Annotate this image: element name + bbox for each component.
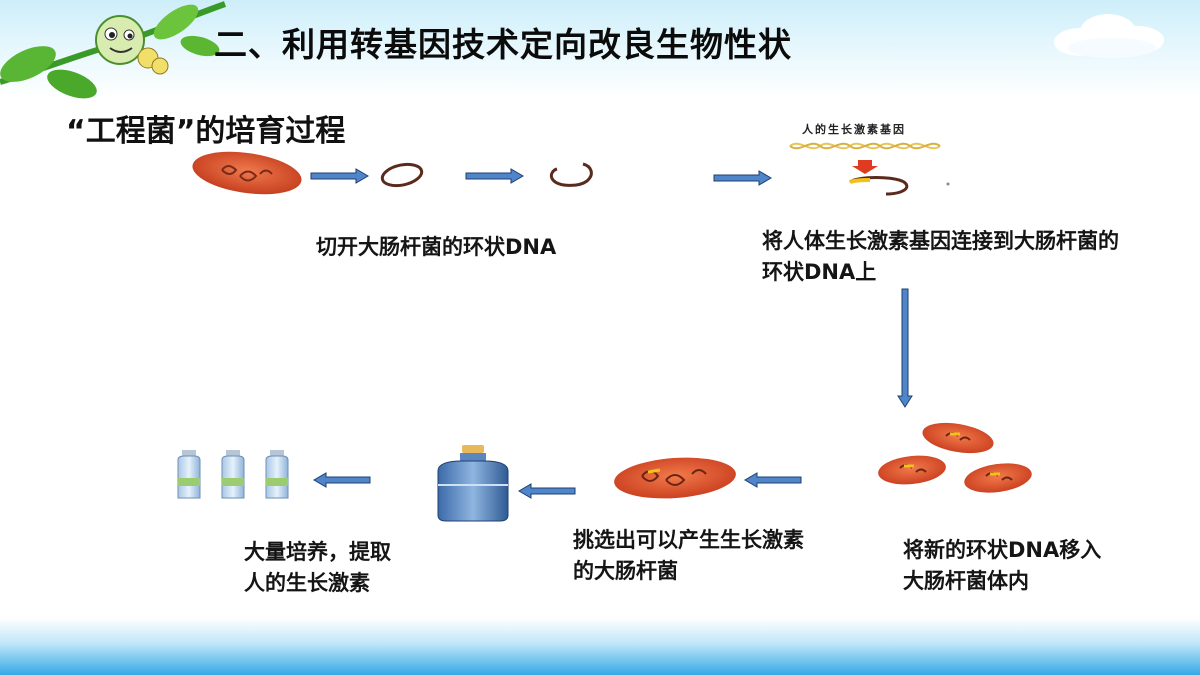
slide-title: 二、利用转基因技术定向改良生物性状 [214,25,792,64]
step-transfer-label: 将新的环状DNA移入大肠杆菌体内 [903,538,1102,593]
arrow-3 [713,170,772,186]
slide-subtitle: “工程菌”的培育过程 [66,114,346,149]
vial-icon [177,450,289,499]
bacterium-icon [192,151,302,195]
arrow-5 [518,483,576,499]
step-cut-label: 切开大肠杆菌的环状DNA [316,235,557,259]
step-select-label: 挑选出可以产生生长激素的大肠杆菌 [573,528,804,583]
arrow-1 [310,168,369,184]
arrow-2 [465,168,524,184]
step-connect-label: 将人体生长激素基因连接到大肠杆菌的环状DNA上 [762,229,1119,284]
fermenter-icon [437,445,509,522]
arrow-down [897,288,913,408]
step-culture-label: 大量培养，提取人的生长激素 [244,540,391,595]
gene-label: 人的生长激素基因 [802,123,906,136]
bacteria-group-icon [878,422,1032,493]
cut-plasmid-icon [549,162,593,187]
arrow-6 [313,472,371,488]
plasmid-icon [380,162,424,188]
selected-bacterium-icon [614,457,736,499]
vine-logo-icon [0,1,227,99]
footer-band [0,618,1200,675]
dna-helix-icon [789,142,950,196]
cloud-icon [1054,14,1164,58]
arrow-4 [744,472,802,488]
